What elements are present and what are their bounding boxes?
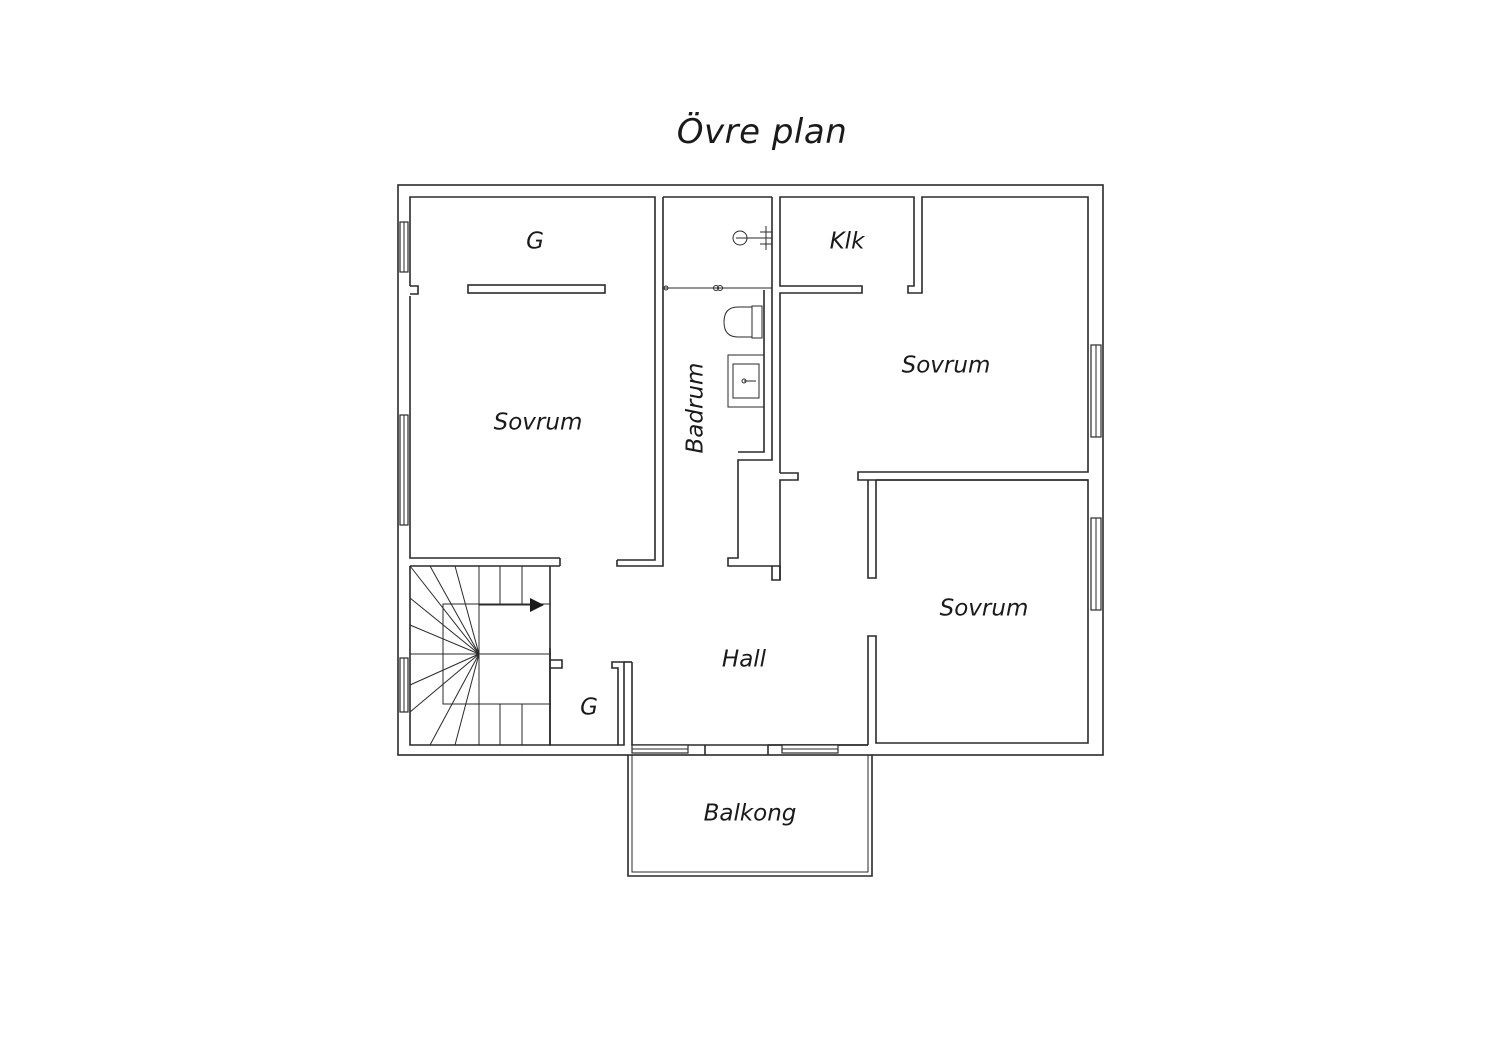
room-bedroom-left xyxy=(409,196,664,567)
label-closet-klk: Klk xyxy=(830,229,866,255)
shower-icon xyxy=(732,226,772,250)
toilet-icon xyxy=(723,305,763,339)
label-closet-small: G xyxy=(580,695,598,721)
sink-icon xyxy=(727,354,765,408)
label-bedroom-top-right: Sovrum xyxy=(902,353,991,379)
label-hall: Hall xyxy=(722,647,767,673)
label-closet-top: G xyxy=(526,229,544,255)
page-title: Övre plan xyxy=(676,112,848,152)
room-bathroom xyxy=(663,196,781,581)
windows xyxy=(399,221,1102,754)
outer-walls xyxy=(397,184,1104,756)
label-balcony: Balkong xyxy=(704,801,797,827)
stair-arrow-icon xyxy=(479,598,544,612)
balcony xyxy=(627,755,873,877)
room-bedroom-top-right xyxy=(779,196,1089,580)
label-bathroom: Badrum xyxy=(683,363,709,454)
label-bedroom-bottom-right: Sovrum xyxy=(940,596,1029,622)
closet-shelf xyxy=(467,284,606,294)
label-bedroom-left: Sovrum xyxy=(494,410,583,436)
room-bedroom-bottom-right xyxy=(867,479,1089,745)
staircase xyxy=(409,565,551,746)
